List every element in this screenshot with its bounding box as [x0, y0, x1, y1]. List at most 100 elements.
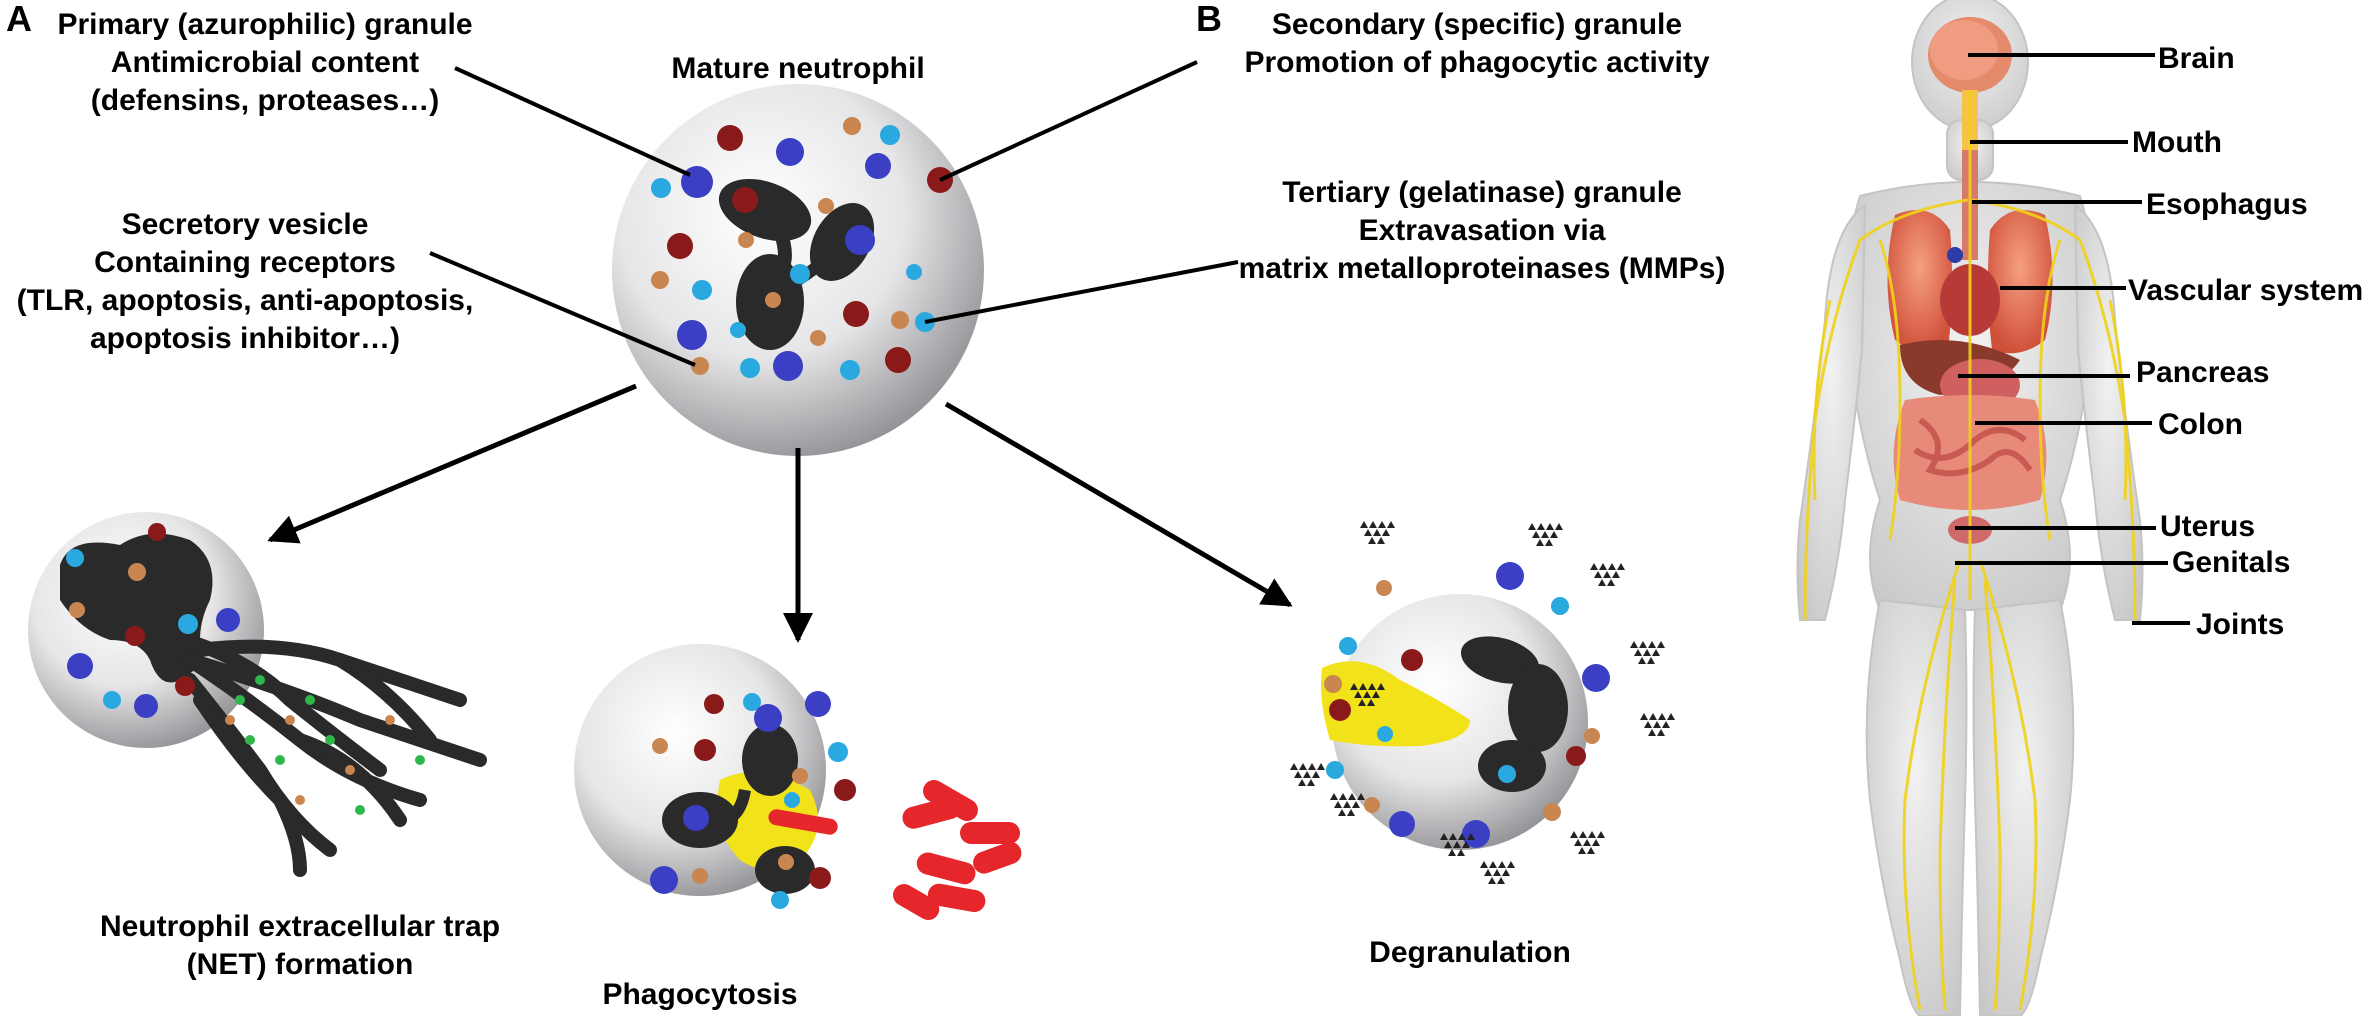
tertiary-granule-desc: Extravasation via — [1358, 214, 1606, 247]
net-formation-label: Neutrophil extracellular trap (NET) form… — [0, 908, 600, 984]
granule-particle — [1667, 713, 1675, 720]
granule-particle — [1658, 713, 1666, 720]
secretory-vesicle-title: Secretory vesicle — [121, 208, 369, 241]
tertiary-granule-detail: matrix metalloproteinases (MMPs) — [1238, 252, 1726, 285]
body-label-joints: Joints — [2196, 608, 2285, 641]
granule-particle — [1352, 801, 1360, 808]
granule-particle — [1537, 523, 1545, 530]
granule-particle — [1648, 729, 1656, 736]
granule-particle — [1357, 793, 1365, 800]
granule-particle — [1657, 641, 1665, 648]
released-granule-particles — [1290, 521, 1675, 884]
granule-particle — [1312, 771, 1320, 778]
primary-granule-desc: Antimicrobial content — [110, 46, 420, 79]
granule-particle — [1290, 763, 1298, 770]
tertiary-granule-title: Tertiary (gelatinase) granule — [1282, 176, 1682, 209]
granule-particle — [1612, 571, 1620, 578]
secretory-vesicle-label: Secretory vesicle Containing receptors (… — [8, 206, 482, 358]
granule-particle — [1377, 683, 1385, 690]
granule-particle — [1507, 861, 1515, 868]
granule-particle — [1489, 861, 1497, 868]
granule-particle — [1594, 571, 1602, 578]
granule-particle — [1368, 683, 1376, 690]
granule-particle — [1358, 699, 1366, 706]
granule-particle — [1603, 571, 1611, 578]
granule-particle — [1360, 521, 1368, 528]
body-label-genitals: Genitals — [2172, 546, 2291, 579]
granule-particle — [1488, 877, 1496, 884]
granule-particle — [1640, 713, 1648, 720]
granule-particle — [1354, 691, 1362, 698]
body-leader-lines — [1955, 53, 2190, 625]
granule-particle — [1649, 713, 1657, 720]
granule-particle — [1599, 563, 1607, 570]
granule-particle — [1467, 833, 1475, 840]
granule-particle — [1377, 537, 1385, 544]
net-formation-subtitle: (NET) formation — [186, 948, 414, 981]
granule-particle — [1555, 523, 1563, 530]
granule-particle — [1347, 809, 1355, 816]
granule-particle — [1294, 771, 1302, 778]
granule-particle — [1652, 649, 1660, 656]
granule-particle — [1440, 833, 1448, 840]
granules — [651, 117, 953, 381]
granule-particle — [1647, 657, 1655, 664]
granule-particle — [1458, 833, 1466, 840]
net-formation-title: Neutrophil extracellular trap — [99, 910, 501, 943]
degranulation-cell — [1290, 521, 1675, 884]
granule-particle — [1382, 529, 1390, 536]
granule-particle — [1592, 839, 1600, 846]
granule-particle — [1590, 563, 1598, 570]
granule-particle — [1338, 809, 1346, 816]
degranulation-label: Degranulation — [1369, 936, 1571, 969]
granule-particle — [1638, 657, 1646, 664]
granule-particle — [1545, 539, 1553, 546]
granule-particle — [1588, 831, 1596, 838]
secondary-granule-desc: Promotion of phagocytic activity — [1244, 46, 1710, 79]
granule-particle — [1657, 729, 1665, 736]
granule-particle — [1484, 869, 1492, 876]
granule-particle — [1317, 763, 1325, 770]
granule-particle — [1339, 793, 1347, 800]
granule-particle — [1644, 721, 1652, 728]
granule-particle — [1303, 771, 1311, 778]
granule-particle — [1546, 523, 1554, 530]
secretory-vesicle-detail-2: apoptosis inhibitor…) — [90, 322, 400, 355]
granule-particle — [1607, 579, 1615, 586]
granule-particle — [1579, 831, 1587, 838]
granule-particle — [1617, 563, 1625, 570]
granule-particle — [1498, 861, 1506, 868]
granule-particle — [1497, 877, 1505, 884]
secretory-vesicle-desc: Containing receptors — [94, 246, 396, 279]
granule-particle — [1363, 691, 1371, 698]
body-label-colon: Colon — [2158, 408, 2243, 441]
granule-particle — [1308, 763, 1316, 770]
net-formation-cell — [28, 512, 487, 877]
granule-particle — [1307, 779, 1315, 786]
secondary-granule-title: Secondary (specific) granule — [1271, 8, 1683, 41]
granule-particle — [1648, 641, 1656, 648]
granule-particle — [1330, 793, 1338, 800]
granule-particle — [1550, 531, 1558, 538]
granule-particle — [1369, 521, 1377, 528]
granule-particle — [1528, 523, 1536, 530]
phagocytosis-cell — [574, 644, 1022, 921]
granule-particle — [1541, 531, 1549, 538]
granule-particle — [1493, 869, 1501, 876]
granule-particle — [1570, 831, 1578, 838]
leader-lines — [429, 60, 1239, 367]
mature-neutrophil-title: Mature neutrophil — [671, 52, 925, 85]
outcome-arrows — [267, 383, 1293, 643]
panel-label-b: B — [1196, 0, 1222, 39]
body-label-vascular-system: Vascular system — [2128, 274, 2364, 307]
body-label-esophagus: Esophagus — [2146, 188, 2308, 221]
phagocytosis-label: Phagocytosis — [602, 978, 798, 1011]
granule-particle — [1449, 833, 1457, 840]
granule-particle — [1444, 841, 1452, 848]
human-body-figure — [1796, 0, 2190, 1016]
primary-granule-detail: (defensins, proteases…) — [90, 84, 440, 117]
primary-granule-label: Primary (azurophilic) granule Antimicrob… — [30, 6, 500, 120]
granule-particle — [1462, 841, 1470, 848]
